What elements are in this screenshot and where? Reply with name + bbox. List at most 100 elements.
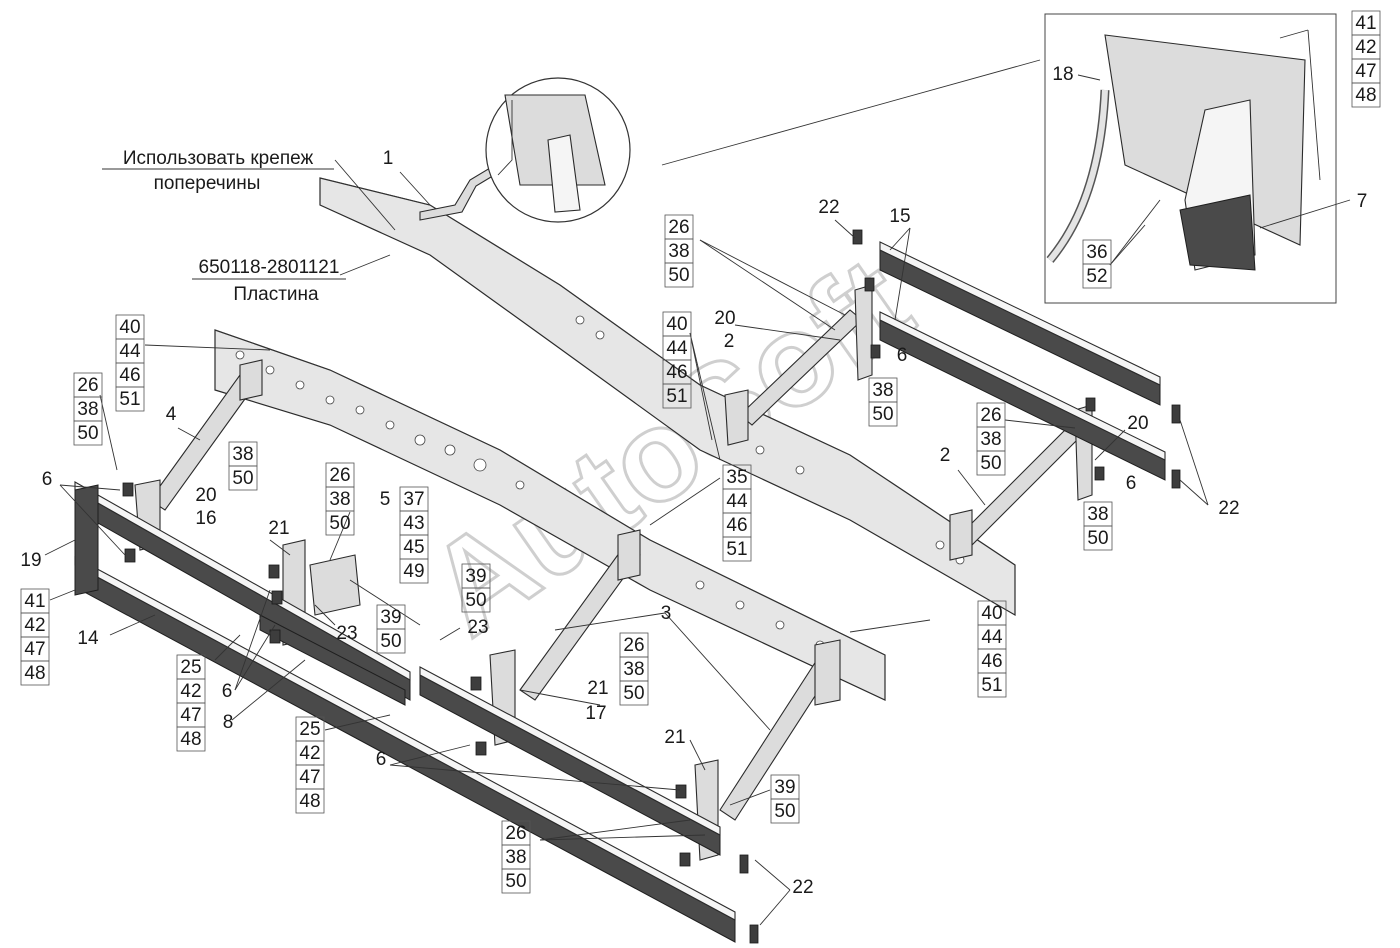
callout-number: 16 [195,508,216,529]
callout-number: 8 [223,712,234,733]
callout-number: 38 [329,489,350,510]
callout-c20b: 20 [1127,413,1148,434]
callout-box [619,680,649,706]
callout-c14: 14 [77,628,99,649]
callout-number: 38 [980,429,1001,450]
callout-number: 39 [380,607,401,628]
callout-number: 35 [726,467,747,488]
callout-number: 26 [668,217,689,238]
callout-number: 46 [726,515,747,536]
callout-number: 3 [661,603,672,624]
callout-c6a: 6 [897,345,908,366]
callout-box [722,536,752,562]
callout-c21b: 21 [587,678,608,699]
callout-number: 51 [726,539,747,560]
callout-number: 43 [403,513,424,534]
callout-box [1083,525,1113,551]
callout-number: 50 [380,631,401,652]
callout-number: 21 [664,727,685,748]
callout-number: 20 [714,308,735,329]
side-guard-rails [74,241,1166,943]
callout-number: 44 [981,627,1003,648]
leader-lines [44,29,1351,926]
callout-box [115,386,145,412]
callout-c22c: 22 [792,877,813,898]
callout-number: 48 [180,729,201,750]
callout-number: 6 [376,749,387,770]
callout-c19: 19 [20,550,41,571]
callout-number: 6 [1126,473,1137,494]
callout-number: 50 [774,801,795,822]
callout-box [868,401,898,427]
callout-box [20,660,50,686]
callout-number: 36 [1086,242,1107,263]
callout-c21c: 21 [664,727,685,748]
callout-number: 40 [981,603,1002,624]
callout-c20a: 20 [714,308,735,329]
callout-number: 7 [1357,191,1368,212]
callout-number: 50 [980,453,1001,474]
callout-number: 50 [329,513,350,534]
callout-number: 6 [222,681,233,702]
callout-number: 38 [668,241,689,262]
callout-box [1351,82,1381,108]
callout-number: 45 [403,537,424,558]
callout-number: 2 [724,331,735,352]
callout-number: 42 [299,743,320,764]
callout-box [295,788,325,814]
callout-number: 47 [180,705,201,726]
callout-box [228,465,258,491]
upper-rail-holes [575,315,965,565]
lower-rail-holes [235,350,825,650]
callout-number: 44 [119,341,141,362]
callout-c2a: 2 [724,331,735,352]
callout-number: 2 [940,445,951,466]
callout-box [176,726,206,752]
callout-number: 25 [299,719,320,740]
callout-number: 50 [77,423,98,444]
callout-number: 4 [166,404,177,425]
callout-number: 21 [587,678,608,699]
callout-box [325,510,355,536]
callout-c35: 35 44 46 51 [722,464,752,562]
callout-number: 50 [668,265,689,286]
callout-number: 46 [666,362,687,383]
detail-box [1044,13,1337,304]
callout-number: 51 [981,675,1002,696]
callout-c6e: 6 [376,749,387,770]
callout-number: 22 [792,877,813,898]
callout-number: 50 [623,683,644,704]
plate-name: Пластина [233,284,319,305]
callout-box [976,450,1006,476]
callout-number: 48 [24,663,45,684]
callout-number: 6 [897,345,908,366]
callout-number: 47 [299,767,320,788]
callout-number: 51 [666,386,687,407]
callout-c1: 1 [383,148,394,169]
callout-number: 38 [505,847,526,868]
callout-box [461,587,491,613]
callout-number: 44 [726,491,748,512]
callout-number: 14 [77,628,99,649]
note-plate: 650118-2801121 Пластина [192,257,346,305]
callout-number: 25 [180,657,201,678]
callout-number: 38 [872,380,893,401]
callout-number: 5 [380,489,391,510]
callout-number: 38 [77,399,98,420]
callout-box [501,868,531,894]
plate-part-number: 650118-2801121 [199,257,340,278]
small-plates [122,229,1181,944]
callout-number: 17 [585,703,606,724]
callout-number: 20 [195,485,216,506]
callout-c2b: 2 [940,445,951,466]
